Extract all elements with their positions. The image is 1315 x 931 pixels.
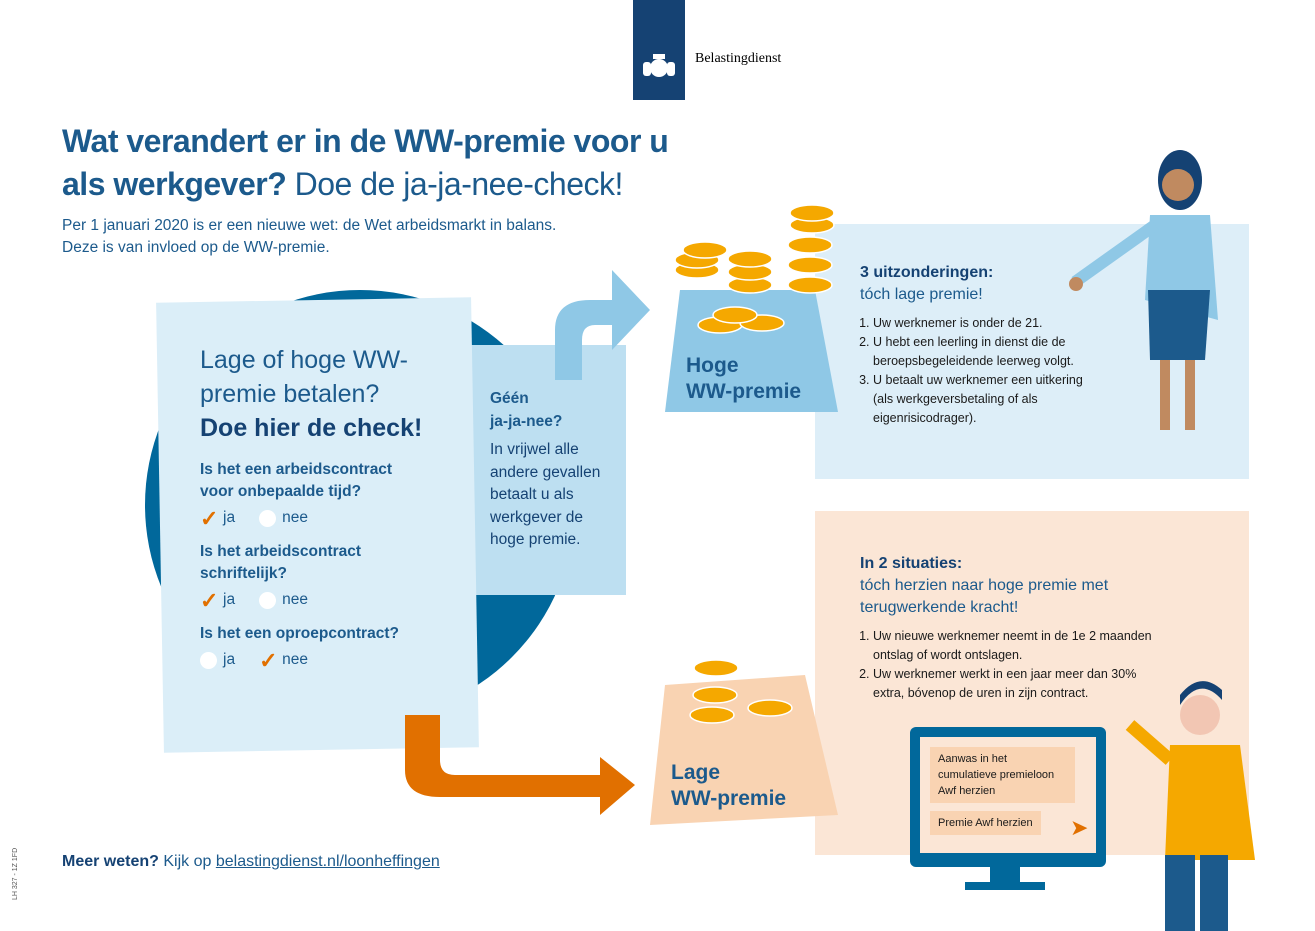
hoge-exceptions: 3 uitzonderingen:tóch lage premie! Uw we… [860, 262, 1090, 428]
check-subheading: Doe hier de check! [200, 414, 423, 442]
woman-illustration [1069, 150, 1218, 430]
monitor-stand [990, 867, 1020, 885]
page-title: Wat verandert er in de WW-premie voor u … [62, 123, 669, 202]
radio-icon [259, 591, 277, 609]
option-ja-2[interactable]: ✓ja [200, 587, 236, 613]
footer: Meer weten? Kijk op belastingdienst.nl/l… [62, 853, 440, 870]
option-nee-2[interactable]: nee [259, 591, 308, 609]
herzien-cumulatief-button[interactable]: Aanwas in het cumulatieve premieloon Awf… [930, 747, 1075, 803]
check-icon: ✓ [200, 505, 219, 531]
man-illustration [1125, 681, 1255, 931]
option-ja-1[interactable]: ✓ja [200, 505, 236, 531]
option-nee-1[interactable]: nee [259, 509, 308, 527]
question-3: Is het een oproepcontract? [200, 625, 399, 642]
option-ja-3[interactable]: ja [200, 651, 235, 669]
radio-icon [259, 509, 277, 527]
lage-situations: In 2 situaties:tóch herzien naar hoge pr… [860, 553, 1160, 703]
note-card [462, 345, 626, 595]
premie-herzien-button[interactable]: Premie Awf herzien [930, 811, 1041, 835]
radio-icon [200, 651, 217, 669]
crest-icon [643, 54, 675, 77]
monitor-base [965, 882, 1045, 890]
option-nee-3[interactable]: ✓nee [259, 647, 308, 673]
coin-icons [674, 204, 835, 724]
check-heading: Lage of hoge WW-premie betalen? [200, 346, 408, 408]
intro-text: Per 1 januari 2020 is er een nieuwe wet:… [62, 217, 557, 256]
cursor-icon: ➤ [1070, 815, 1089, 840]
question-2: Is het arbeidscontract schriftelijk? [200, 543, 362, 582]
logo [633, 0, 685, 100]
check-icon: ✓ [259, 647, 278, 673]
check-icon: ✓ [200, 587, 219, 613]
check-content: Lage of hoge WW-premie betalen? Doe hier… [200, 343, 460, 683]
brand-name: Belastingdienst [695, 51, 782, 66]
document-code: LH 327 - 1Z 1FD [12, 847, 19, 900]
question-1: Is het een arbeidscontract voor onbepaal… [200, 461, 393, 500]
footer-link[interactable]: belastingdienst.nl/loonheffingen [215, 853, 440, 870]
monitor-screen: Aanwas in het cumulatieve premieloon Awf… [910, 727, 1106, 867]
